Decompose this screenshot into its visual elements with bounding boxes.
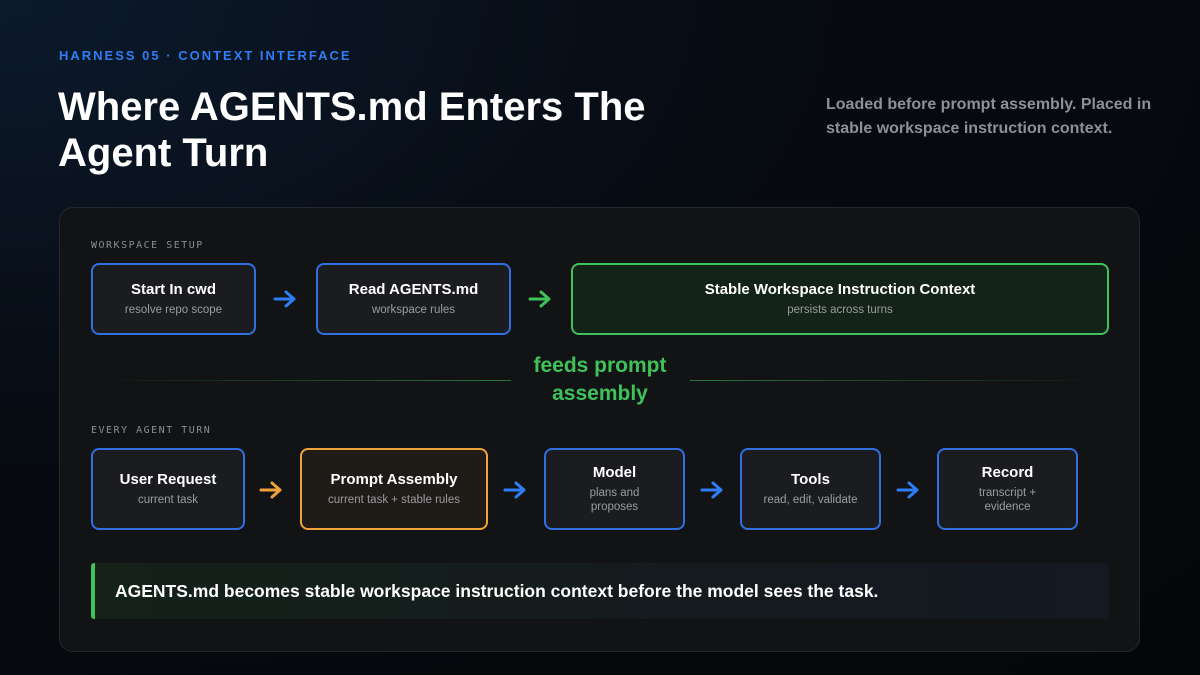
node-title: Tools (791, 471, 830, 488)
node-title: User Request (119, 471, 217, 488)
node-subtitle: plans and proposes (589, 487, 640, 513)
arrow-right-icon (503, 481, 526, 499)
node-read-agents-md: Read AGENTS.md workspace rules (316, 263, 511, 335)
node-start-in-cwd: Start In cwd resolve repo scope (91, 263, 256, 335)
divider-left (91, 380, 511, 381)
node-stable-workspace-context: Stable Workspace Instruction Context per… (571, 263, 1109, 335)
node-subtitle: current task + stable rules (328, 494, 460, 506)
subtitle: Loaded before prompt assembly. Placed in… (826, 96, 1152, 137)
every-agent-turn-label: EVERY AGENT TURN (91, 425, 212, 436)
node-title: Stable Workspace Instruction Context (704, 281, 976, 298)
feeds-label: feeds prompt assembly (533, 354, 667, 405)
arrow-right-icon (896, 481, 919, 499)
arrow-right-icon (528, 290, 551, 308)
page-title: Where AGENTS.md Enters The Agent Turn (58, 85, 646, 175)
arrow-right-icon (700, 481, 723, 499)
node-tools: Tools read, edit, validate (740, 448, 881, 530)
eyebrow: HARNESS 05 · CONTEXT INTERFACE (59, 48, 352, 63)
node-title: Prompt Assembly (330, 471, 458, 488)
divider-right (690, 380, 1109, 381)
node-user-request: User Request current task (91, 448, 245, 530)
arrow-right-icon (259, 481, 282, 499)
node-title: Model (592, 464, 637, 481)
callout-box: AGENTS.md becomes stable workspace instr… (91, 563, 1109, 619)
node-model: Model plans and proposes (544, 448, 685, 530)
node-record: Record transcript + evidence (937, 448, 1078, 530)
workspace-setup-label: WORKSPACE SETUP (91, 240, 204, 251)
node-title: Read AGENTS.md (348, 281, 479, 298)
node-subtitle: current task (137, 494, 199, 506)
node-prompt-assembly: Prompt Assembly current task + stable ru… (300, 448, 488, 530)
node-subtitle: transcript + evidence (978, 487, 1037, 513)
node-subtitle: resolve repo scope (124, 304, 223, 316)
node-subtitle: read, edit, validate (763, 494, 858, 506)
node-subtitle: workspace rules (371, 304, 456, 316)
callout-text: AGENTS.md becomes stable workspace instr… (115, 580, 879, 601)
arrow-right-icon (273, 290, 296, 308)
node-title: Record (981, 464, 1034, 481)
node-subtitle: persists across turns (787, 304, 893, 316)
node-title: Start In cwd (130, 281, 216, 298)
